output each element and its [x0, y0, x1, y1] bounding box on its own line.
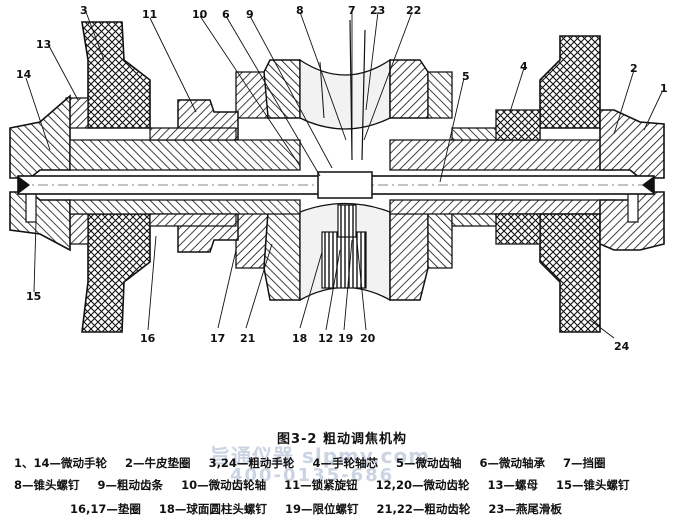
label-6: 6 — [222, 8, 230, 21]
legend-item: 15—锥头螺钉 — [556, 478, 630, 492]
label-23: 23 — [370, 4, 385, 17]
legend-item: 4—手轮轴芯 — [312, 456, 378, 470]
label-20: 20 — [360, 332, 376, 345]
legend-item: 6—微动轴承 — [479, 456, 546, 470]
label-19: 19 — [338, 332, 353, 345]
label-8: 8 — [296, 4, 304, 17]
left-fine-handwheel — [9, 94, 71, 252]
label-11: 11 — [142, 8, 157, 21]
part-labels: 3 11 10 6 9 8 7 23 22 5 4 2 1 13 14 15 1… — [16, 4, 668, 353]
label-3: 3 — [80, 4, 88, 17]
right-coarse-handwheel — [495, 35, 601, 333]
label-14: 14 — [16, 68, 32, 81]
legend-item: 7—挡圈 — [563, 456, 606, 470]
fine-pinion-shaft — [17, 171, 655, 199]
label-13: 13 — [36, 38, 51, 51]
legend-item: 10—微动齿轮轴 — [181, 478, 267, 492]
legend-item: 1、14—微动手轮 — [14, 456, 108, 470]
rack-housing-bottom — [235, 202, 453, 302]
label-16: 16 — [140, 332, 156, 345]
legend-item: 21,22—粗动齿轮 — [376, 502, 471, 516]
label-12: 12 — [318, 332, 333, 345]
label-10: 10 — [192, 8, 208, 21]
left-coarse-handwheel — [65, 21, 151, 333]
left-shaft-housing — [69, 127, 301, 227]
legend-item: 16,17—垫圈 — [70, 502, 141, 516]
label-4: 4 — [520, 60, 528, 73]
watermark-line1: 旨通仪器 slpmy.com — [210, 444, 431, 468]
label-1: 1 — [660, 82, 668, 95]
legend-item: 23—燕尾滑板 — [488, 502, 562, 516]
label-7: 7 — [348, 4, 356, 17]
label-24: 24 — [614, 340, 630, 353]
legend-row-2: 8—锥头螺钉 9—粗动齿条 10—微动齿轮轴 11—锁紧旋钮 12,20—微动齿… — [14, 474, 676, 496]
watermark-line2: 400-0135-686 — [230, 465, 395, 486]
legend-item: 2—牛皮垫圈 — [125, 456, 191, 470]
leader-lines — [25, 11, 663, 339]
label-17: 17 — [210, 332, 225, 345]
label-22: 22 — [406, 4, 421, 17]
legend-item: 9—粗动齿条 — [97, 478, 164, 492]
legend-item: 12,20—微动齿轮 — [375, 478, 470, 492]
label-18: 18 — [292, 332, 307, 345]
legend-item: 18—球面圆柱头螺钉 — [158, 502, 267, 516]
legend-item: 13—螺母 — [487, 478, 539, 492]
legend-item: 11—锁紧旋钮 — [284, 478, 358, 492]
legend-item: 5—微动齿轴 — [395, 456, 462, 470]
legend-item: 19—限位螺钉 — [284, 502, 359, 516]
label-15: 15 — [26, 290, 41, 303]
legend-row-1: 1、14—微动手轮 2—牛皮垫圈 3,24—粗动手轮 4—手轮轴芯 5—微动齿轴… — [14, 452, 676, 474]
legend-row-3: 16,17—垫圈 18—球面圆柱头螺钉 19—限位螺钉 21,22—粗动齿轮 2… — [70, 498, 684, 520]
label-9: 9 — [246, 8, 254, 21]
rack-housing-top — [235, 19, 453, 161]
label-5: 5 — [462, 70, 470, 83]
legend-item: 8—锥头螺钉 — [14, 478, 80, 492]
legend-item: 3,24—粗动手轮 — [208, 456, 295, 470]
label-2: 2 — [630, 62, 638, 75]
label-21: 21 — [240, 332, 255, 345]
figure-caption: 图3-2 粗动调焦机构 — [276, 432, 407, 447]
